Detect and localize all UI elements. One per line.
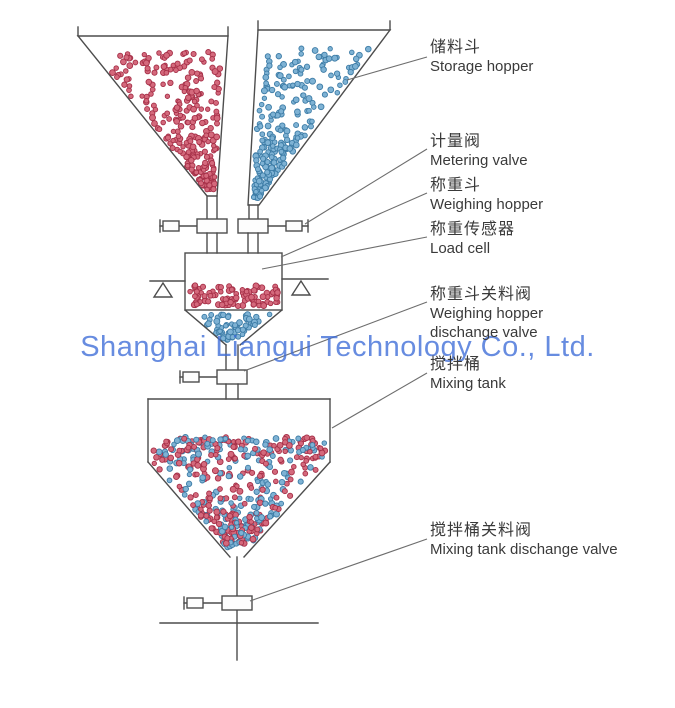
storage-hopper-left-outline — [76, 26, 229, 220]
leader-lines — [243, 56, 428, 602]
weighing-hopper-outline — [184, 252, 283, 371]
pellets-storage-hopper-left — [109, 49, 224, 193]
label-load-cell-en: Load cell — [430, 240, 491, 257]
label-metering-valve-en: Metering valve — [430, 152, 528, 169]
pellets-weighing-funnel — [201, 311, 273, 343]
label-storage-hopper: 储料斗 Storage hopper — [430, 38, 533, 76]
label-mixing-tank-zh: 搅拌桶 — [430, 356, 482, 373]
label-weighing-hopper: 称重斗 Weighing hopper — [430, 176, 543, 214]
label-metering-valve: 计量阀 Metering valve — [430, 132, 528, 170]
label-weighing-discharge-valve-zh: 称重斗关料阀 — [430, 286, 533, 303]
label-weighing-discharge-valve-en: Weighing hopper dischange valve — [430, 305, 544, 341]
label-weighing-hopper-en: Weighing hopper — [430, 196, 544, 213]
leader-mixing-tank-discharge-valve — [249, 538, 428, 602]
storage-hopper-right-outline — [247, 20, 392, 220]
pellets-weighing-hopper — [187, 282, 281, 310]
pellets-storage-hopper-right — [250, 45, 372, 201]
leader-weighing-discharge-valve — [243, 301, 428, 372]
label-load-cell-zh: 称重传感器 — [430, 221, 516, 238]
label-storage-hopper-zh: 储料斗 — [430, 39, 482, 56]
mixing-tank-discharge-valve — [159, 595, 319, 624]
label-mixing-tank-en: Mixing tank — [430, 375, 506, 392]
metering-valve-left — [159, 218, 228, 254]
pellets-mixing-tank-upper — [150, 433, 329, 466]
weighing-hopper-discharge-valve — [179, 369, 248, 400]
leader-mixing-tank — [331, 372, 428, 429]
label-mixing-tank-discharge-valve: 搅拌桶关料阀 Mixing tank dischange valve — [430, 521, 618, 559]
leader-load-cell — [261, 236, 428, 270]
leader-storage-hopper — [346, 56, 428, 81]
pellets-mixing-tank-funnel — [151, 459, 319, 551]
metering-valve-right — [237, 218, 309, 254]
label-mixing-tank-discharge-valve-zh: 搅拌桶关料阀 — [430, 522, 533, 539]
label-mixing-tank: 搅拌桶 Mixing tank — [430, 355, 506, 393]
leader-metering-valve — [304, 148, 428, 225]
label-load-cell: 称重传感器 Load cell — [430, 220, 515, 258]
load-cell-pivot-left — [149, 280, 186, 298]
label-mixing-tank-discharge-valve-en: Mixing tank dischange valve — [430, 541, 618, 558]
label-weighing-hopper-zh: 称重斗 — [430, 177, 482, 194]
label-storage-hopper-en: Storage hopper — [430, 58, 534, 75]
label-weighing-discharge-valve: 称重斗关料阀 Weighing hopper dischange valve — [430, 285, 570, 342]
leader-weighing-hopper — [280, 192, 428, 258]
load-cell-pivot-right — [281, 278, 329, 296]
label-metering-valve-zh: 计量阀 — [430, 133, 482, 150]
